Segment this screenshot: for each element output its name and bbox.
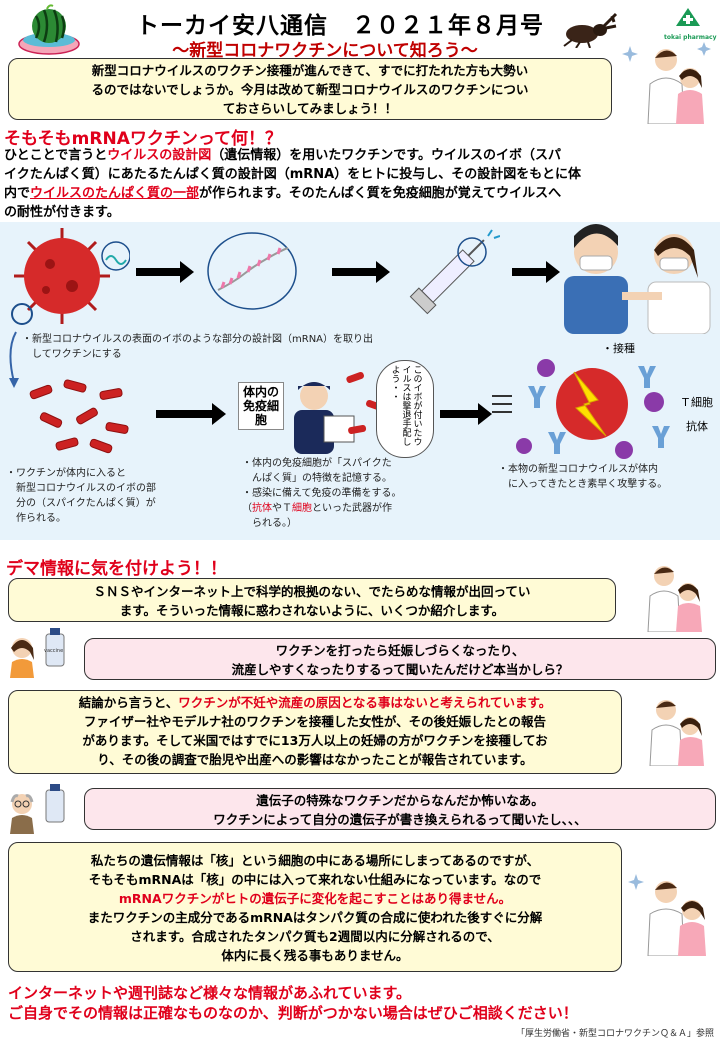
question-1-bubble: ワクチンを打ったら妊娠しづらくなったり、 流産しやすくなったりするって聞いたんだ…	[84, 638, 716, 680]
caption-step-1: ・新型コロナウイルスの表面のイボのような部分の設計図（mRNA）を取り出 してワ…	[22, 332, 482, 362]
mrna-para-line-1: ひとことで言うとウイルスの設計図（遺伝情報）を用いたワクチンです。ウイルスのイボ…	[4, 146, 716, 165]
mrna-text-highlight: ウイルスの設計図	[107, 148, 212, 163]
dema-intro-line-1: ＳＮＳやインターネット上で科学的根拠のない、でたらめな情報が出回ってい	[93, 584, 531, 599]
caption-text: といった武器が作	[312, 503, 392, 514]
caption-line: 分の（スパイクたんぱく質）が	[6, 498, 156, 509]
tokai-pharmacy-logo: tokai pharmacy	[664, 6, 717, 41]
mrna-para-line-3: 内でウイルスのたんぱく質の一部が作られます。そのたんぱく質を免疫細胞が覚えてウイ…	[4, 184, 716, 203]
footer-line-1: インターネットや週刊誌など様々な情報があふれています。	[8, 984, 412, 1002]
pharmacist-couple-illustration	[628, 874, 706, 956]
coronavirus-illustration	[11, 228, 130, 325]
mrna-para-line-4: の耐性が付きます。	[4, 205, 120, 220]
watermelon-icon	[18, 4, 80, 55]
mrna-text: が作られます。そのたんぱく質を免疫細胞が覚えてウイルスへ	[199, 186, 562, 201]
woman-avatar	[10, 628, 65, 678]
caption-line: （抗体やＴ細胞といった武器が作	[242, 501, 482, 516]
pharmacist-couple-illustration	[647, 566, 702, 632]
intro-line-3: ておさらいしてみましょう！！	[222, 101, 398, 116]
question-1-line-1: ワクチンを打ったら妊娠しづらくなったり、	[275, 643, 525, 658]
pharmacist-couple-illustration	[649, 700, 704, 766]
caption-text-highlight: 細胞	[292, 503, 312, 514]
vaccination-scene-illustration	[564, 224, 711, 334]
caption-step-2: ・ワクチンが体内に入ると 新型コロナウイルスのイボの部 分の（スパイクたんぱく質…	[6, 466, 216, 526]
caption-line: に入ってきたとき素早く攻撃する。	[498, 479, 668, 490]
caption-line: られる。）	[242, 518, 297, 529]
speech-text: このイボが付いたウイルスは撃退手配しよう・・	[389, 365, 422, 446]
pharmacist-couple-illustration	[622, 42, 711, 124]
caption-line: ・ワクチンが体内に入ると	[6, 468, 126, 479]
flow-arrow-4	[156, 403, 226, 425]
answer-text-highlight: ワクチンが不妊や流産の原因となる事はないと考えられています。	[178, 695, 552, 710]
intro-line-1: 新型コロナウイルスのワクチン接種が進んできて、すでに打たれた方も大勢い	[91, 63, 529, 78]
answer-1-line-2: ファイザー社やモデルナ社のワクチンを接種した女性が、その後妊娠したとの報告	[83, 714, 547, 729]
mrna-strand-illustration	[207, 232, 297, 310]
syringe-illustration	[409, 229, 500, 315]
flow-arrow-2	[332, 261, 390, 283]
mrna-para-line-2: イクたんぱく質）にあたるたんぱく質の設計図（mRNA）をヒトに投与し、その設計図…	[4, 167, 581, 182]
page-subtitle: ～新型コロナワクチンについて知ろう～	[172, 41, 478, 61]
intro-bubble: 新型コロナウイルスのワクチン接種が進んできて、すでに打たれた方も大勢い るのでは…	[8, 58, 612, 120]
caption-text: （	[242, 503, 252, 514]
vaccine-bottle-label: vaccine	[44, 648, 64, 654]
caption-line: 作られる。	[6, 513, 66, 524]
answer-2-line-1: 私たちの遺伝情報は「核」という細胞の中にある場所にしまってあるのですが、	[90, 853, 540, 868]
answer-1-line-4: り、その後の調査で胎児や出産への影響はなかったことが報告されています。	[97, 752, 533, 767]
answer-1-line-3: があります。そして米国ではすでに13万人以上の妊婦の方がワクチンを接種してお	[82, 733, 548, 748]
page-title: トーカイ安八通信 ２０２１年８月号	[136, 13, 544, 39]
answer-2-line-6: 体内に長く残る事もありません。	[221, 948, 409, 963]
answer-1-line-1: 結論から言うと、ワクチンが不妊や流産の原因となる事はないと考えられています。	[9, 693, 621, 712]
caption-line: ・体内の免疫細胞が「スパイクた	[242, 458, 392, 469]
label-vaccination: ・接種	[602, 342, 635, 355]
answer-2-line-4: またワクチンの主成分であるmRNAはタンパク質の合成に使われた後すぐに分解	[87, 910, 543, 925]
caption-line: んぱく質」の特徴を記憶する。	[242, 473, 392, 484]
question-1-line-2: 流産しやすくなったりするって聞いたんだけど本当かしら？	[231, 662, 569, 677]
curved-arrow-icon	[9, 331, 19, 388]
mrna-text: ひとことで言うと	[4, 148, 108, 163]
beetle-icon	[563, 12, 618, 48]
label-antibody: 抗体	[686, 420, 708, 433]
caption-step-3: ・体内の免疫細胞が「スパイクた んぱく質」の特徴を記憶する。 ・感染に備えて免疫…	[242, 456, 482, 531]
answer-1-bubble: 結論から言うと、ワクチンが不妊や流産の原因となる事はないと考えられています。 フ…	[8, 690, 622, 774]
dema-intro-bubble: ＳＮＳやインターネット上で科学的根拠のない、でたらめな情報が出回ってい ます。そ…	[8, 578, 616, 622]
immune-cell-speech-bubble: このイボが付いたウイルスは撃退手配しよう・・	[376, 360, 434, 458]
mrna-text: 内で	[4, 186, 31, 201]
source-note: 「厚生労働省・新型コロナワクチンＱ＆Ａ」参照	[515, 1029, 714, 1039]
caption-text: やＴ	[272, 503, 292, 514]
mrna-heading: そもそもmRNAワクチンって何！？	[4, 129, 282, 149]
mrna-explanation: ひとことで言うとウイルスの設計図（遺伝情報）を用いたワクチンです。ウイルスのイボ…	[4, 146, 716, 222]
pharmacy-logo-icon	[676, 8, 700, 26]
police-officer-illustration	[294, 382, 355, 454]
caption-line: ・感染に備えて免疫の準備をする。	[242, 488, 402, 499]
answer-text: 結論から言うと、	[78, 695, 179, 710]
answer-2-line-3: mRNAワクチンがヒトの遺伝子に変化を起こすことはあり得ません。	[118, 891, 512, 906]
dema-intro-line-2: ます。そういった情報に惑わされないように、いくつか紹介します。	[119, 603, 505, 618]
answer-2-line-5: されます。合成されたタンパク質も2週間以内に分解されるので、	[130, 929, 500, 944]
flow-arrow-3	[512, 261, 560, 283]
immune-attack-illustration	[492, 359, 670, 459]
caption-line: ・本物の新型コロナウイルスが体内	[498, 464, 658, 475]
flow-arrow-1	[136, 261, 194, 283]
answer-2-line-2: そもそもmRNAは「核」の中には入って来れない仕組みになっています。なので	[88, 872, 542, 887]
caption-step-4: ・本物の新型コロナウイルスが体内 に入ってきたとき素早く攻撃する。	[498, 462, 718, 492]
flow-arrow-5	[440, 403, 492, 425]
footer-line-2: ご自身でその情報は正確なものなのか、判断がつかない場合はぜひご相談ください！	[8, 1004, 578, 1022]
label-t-cell: Ｔ細胞	[680, 396, 713, 409]
caption-line: ・新型コロナウイルスの表面のイボのような部分の設計図（mRNA）を取り出	[22, 334, 374, 345]
logo-text: tokai pharmacy	[664, 34, 717, 41]
caption-line: 新型コロナウイルスのイボの部	[6, 483, 156, 494]
immune-cell-label: 体内の免疫細胞	[238, 382, 284, 430]
question-2-bubble: 遺伝子の特殊なワクチンだからなんだか怖いなあ。 ワクチンによって自分の遺伝子が書…	[84, 788, 716, 830]
dema-heading: デマ情報に気を付けよう！！	[6, 559, 227, 579]
elderly-man-avatar	[10, 784, 65, 834]
mrna-text-highlight: ウイルスのたんぱく質の一部	[30, 186, 200, 201]
question-2-line-1: 遺伝子の特殊なワクチンだからなんだか怖いなあ。	[256, 793, 544, 808]
spike-proteins-illustration	[29, 379, 129, 454]
mrna-text: （遺伝情報）を用いたワクチンです。ウイルスのイボ（スパ	[211, 148, 561, 163]
intro-line-2: るのではないでしょうか。今月は改めて新型コロナウイルスのワクチンについ	[91, 82, 529, 97]
caption-text-highlight: 抗体	[252, 503, 272, 514]
caption-line: してワクチンにする	[22, 349, 122, 360]
answer-2-bubble: 私たちの遺伝情報は「核」という細胞の中にある場所にしまってあるのですが、 そもそ…	[8, 842, 622, 972]
question-2-line-2: ワクチンによって自分の遺伝子が書き換えられるって聞いたし、、、	[213, 812, 587, 827]
